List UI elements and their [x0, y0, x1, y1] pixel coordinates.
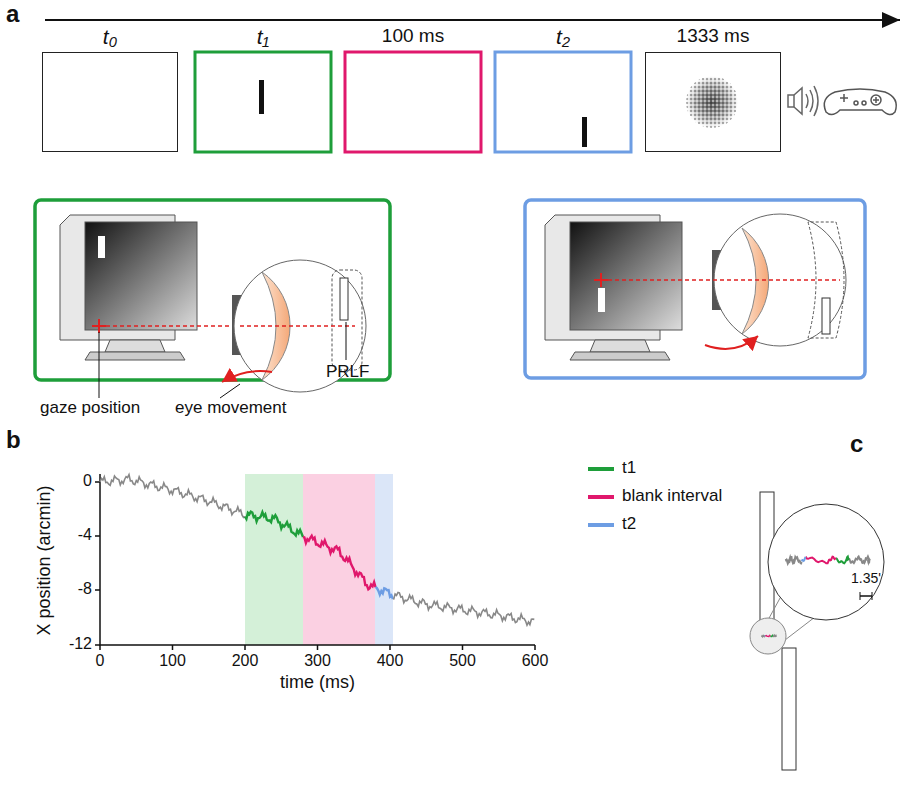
scale-bar-ends [860, 592, 872, 600]
leader-line [220, 384, 240, 398]
label: time (ms) [280, 672, 355, 693]
label: 300 [304, 652, 331, 670]
label: 0 [96, 652, 105, 670]
t1-outline [195, 52, 331, 152]
leader-line [346, 322, 347, 360]
zoom-large [768, 504, 884, 620]
label: -4 [78, 526, 92, 544]
label: X position (arcmin) [34, 485, 55, 635]
zoom-trace [762, 557, 870, 637]
zoom-small [750, 618, 786, 654]
t2-panel [525, 200, 865, 378]
plot-axes [95, 474, 535, 650]
label: 200 [232, 652, 259, 670]
gaze-line [99, 325, 240, 327]
label: 0 [83, 472, 92, 490]
label: 1.35' [851, 570, 881, 586]
stimulus-frame: t₁ [195, 52, 331, 152]
legend-text: blank interval [622, 486, 722, 506]
label: -12 [69, 635, 92, 653]
legend-text: t2 [622, 514, 636, 534]
eye-trace [100, 475, 534, 626]
time-arrow [45, 19, 900, 21]
frame-heading: t₂ [496, 25, 630, 49]
label: PRLF [326, 362, 369, 382]
monitor-left [60, 215, 197, 360]
frame-heading: 100 ms [346, 25, 480, 47]
label: b [6, 426, 21, 454]
monitor-right [545, 215, 682, 360]
frame-heading: 1333 ms [646, 25, 780, 47]
frame-heading: t₁ [196, 25, 330, 49]
stimulus-bar-outline [782, 648, 796, 770]
gamepad-icon [824, 89, 896, 115]
t2-outline [495, 52, 631, 152]
label: 500 [449, 652, 476, 670]
blank-outline [345, 52, 481, 152]
gaze-line [601, 279, 840, 281]
label: 400 [377, 652, 404, 670]
stimulus-frame: t₀ [42, 52, 178, 152]
label: a [6, 0, 19, 28]
label: eye movement [175, 398, 287, 418]
t2-shade [375, 474, 393, 645]
label: 600 [522, 652, 549, 670]
label: c [850, 430, 863, 458]
label: gaze position [40, 398, 140, 418]
blank-shade [303, 474, 375, 645]
speaker-icon [788, 86, 818, 116]
label: 100 [159, 652, 186, 670]
legend-swatch [588, 467, 614, 471]
eye-movement-arrow [222, 371, 272, 382]
leader-line [99, 332, 100, 398]
gaze-line [240, 325, 355, 327]
legend-text: t1 [622, 458, 636, 478]
stimulus-frame: t₂ [495, 52, 631, 152]
frame-heading: t₀ [43, 25, 177, 49]
eye-movement-arrow [705, 336, 758, 349]
stimulus-frame: 1333 ms [645, 52, 781, 152]
t1-shade [245, 474, 303, 645]
stimulus-bar [259, 80, 264, 114]
stimulus-frame: 100 ms [345, 52, 481, 152]
noise-texture [686, 76, 738, 128]
legend-swatch [588, 495, 614, 499]
legend-swatch [588, 523, 614, 527]
noise-mask [686, 76, 738, 128]
scale-bar [860, 595, 872, 597]
label: -8 [78, 580, 92, 598]
stimulus-bar [582, 117, 587, 147]
